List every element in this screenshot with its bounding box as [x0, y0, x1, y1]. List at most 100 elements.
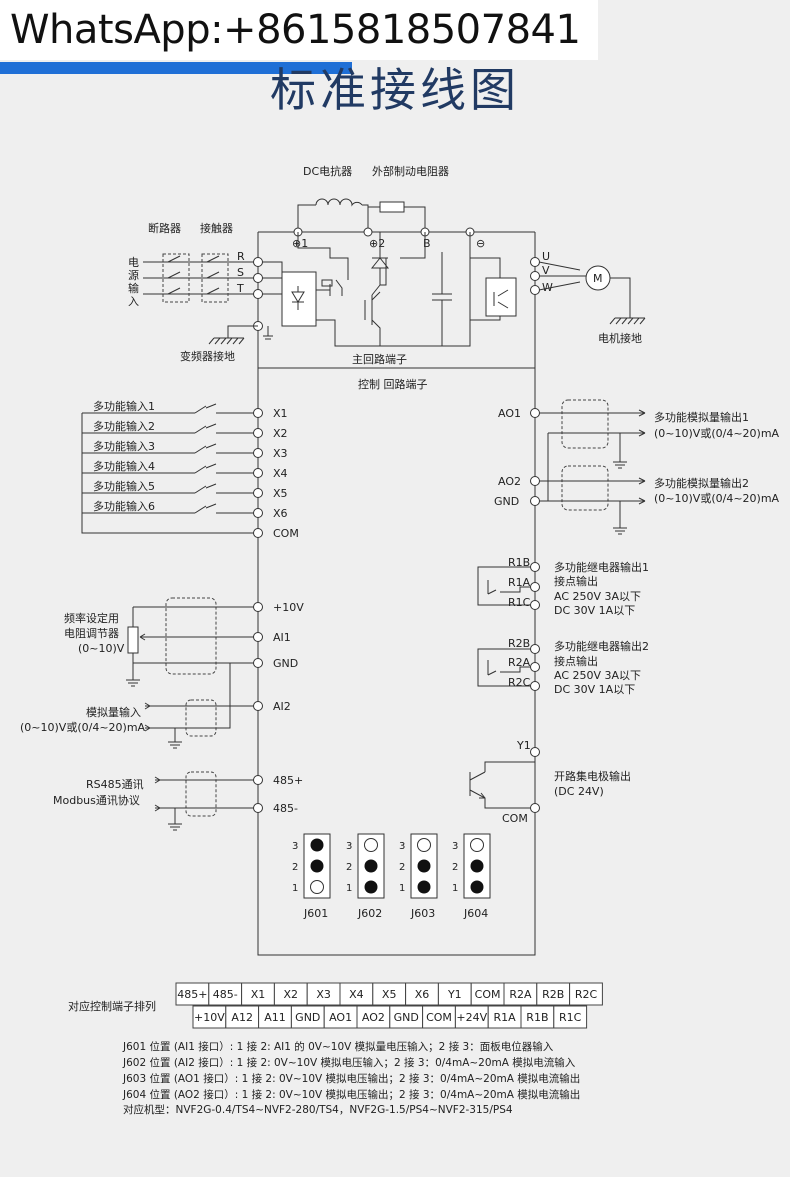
note-models: 对应机型：NVF2G-0.4/TS4~NVF2-280/TS4，NVF2G-1.…: [123, 1103, 513, 1116]
svg-text:AC 250V 3A以下: AC 250V 3A以下: [554, 590, 641, 603]
svg-text:COM: COM: [475, 988, 501, 1001]
svg-text:Modbus通讯协议: Modbus通讯协议: [53, 793, 140, 807]
ao1-output-label: 多功能模拟量输出1 (0~10)V或(0/4~20)mA: [654, 410, 780, 440]
terminal-cell: 485-: [208, 982, 243, 1006]
terminal-cell: A11: [258, 1005, 292, 1029]
jumper-j604: 3 2 1 J604: [452, 833, 491, 920]
svg-text:RS485通讯: RS485通讯: [86, 778, 144, 791]
svg-text:A12: A12: [231, 1011, 253, 1024]
brake-resistor-label: 外部制动电阻器: [372, 164, 449, 178]
svg-text:(0~10)V或(0/4~20)mA: (0~10)V或(0/4~20)mA: [654, 427, 780, 440]
analog-input-wiring: [144, 663, 258, 749]
svg-text:1: 1: [452, 883, 458, 894]
svg-text:J604: J604: [463, 907, 488, 920]
svg-text:R1B: R1B: [526, 1011, 548, 1024]
svg-text:R2C: R2C: [575, 988, 598, 1001]
terminal-cell: R1B: [520, 1005, 555, 1029]
svg-text:X3: X3: [316, 988, 331, 1001]
svg-text:Y1: Y1: [447, 988, 462, 1001]
svg-text:开路集电极输出: 开路集电极输出: [554, 769, 631, 783]
svg-text:R1A: R1A: [494, 1011, 517, 1024]
terminal-cell: R1C: [553, 1005, 588, 1029]
terminal-ao2: AO2: [498, 475, 521, 488]
terminal-x5: X5: [273, 487, 288, 500]
page-title: 标准接线图: [270, 63, 520, 117]
terminal-r: R: [237, 250, 245, 263]
svg-text:+10V: +10V: [194, 1011, 225, 1024]
svg-text:接点输出: 接点输出: [554, 574, 598, 588]
terminal-cell: GND: [389, 1005, 424, 1029]
svg-text:J601: J601: [303, 907, 328, 920]
oc-output-label: 开路集电极输出 (DC 24V): [554, 769, 631, 798]
jumper-j602: 3 2 1 J602: [346, 833, 385, 920]
motor-ground-label: 电机接地: [598, 331, 642, 345]
jumper-j601: 3 2 1 J601: [292, 833, 331, 920]
analog-input-label: 模拟量输入 (0~10)V或(0/4~20)mA: [20, 705, 146, 734]
svg-text:接点输出: 接点输出: [554, 654, 598, 668]
motor-wiring: [538, 261, 646, 325]
terminal-r2a: R2A: [508, 656, 531, 669]
title-accent-bar: [0, 62, 352, 74]
terminal-cell: X3: [306, 982, 341, 1006]
motor-symbol: M: [593, 272, 603, 285]
terminal-s: S: [237, 266, 244, 279]
inverter-ground-symbol: [208, 325, 273, 345]
contactor-label: 接触器: [200, 221, 233, 235]
note-j604: J604 位置 (AO2 接口）: 1 接 2: 0V~10V 模拟电压输出；2…: [122, 1088, 580, 1101]
svg-text:GND: GND: [295, 1011, 320, 1024]
svg-text:电阻调节器: 电阻调节器: [64, 627, 119, 640]
svg-text:R1C: R1C: [559, 1011, 582, 1024]
terminal-v: V: [542, 264, 550, 277]
relay1-wiring: [477, 566, 531, 606]
svg-text:多功能继电器输出1: 多功能继电器输出1: [554, 560, 649, 574]
note-j601: J601 位置 (AI1 接口）: 1 接 2: AI1 的 0V~10V 模拟…: [122, 1040, 554, 1053]
terminal-r1a: R1A: [508, 576, 531, 589]
svg-text:A11: A11: [264, 1011, 286, 1024]
power-input-label: 电 源 输 入: [128, 256, 139, 308]
ao2-output-label: 多功能模拟量输出2 (0~10)V或(0/4~20)mA: [654, 476, 780, 505]
svg-text:X4: X4: [349, 988, 364, 1001]
terminal-r1c: R1C: [508, 596, 531, 609]
terminal-com-right: COM: [502, 812, 528, 825]
svg-text:X2: X2: [284, 988, 299, 1001]
dc-reactor-label: DC电抗器: [303, 164, 352, 178]
svg-text:COM: COM: [426, 1011, 452, 1024]
svg-text:(0~10)V: (0~10)V: [78, 642, 125, 655]
terminal-cell: R2A: [503, 982, 538, 1006]
terminal-cell: GND: [290, 1005, 325, 1029]
terminal-x3: X3: [273, 447, 288, 460]
digital-inputs: [81, 403, 258, 534]
terminal-r2b: R2B: [508, 637, 530, 650]
terminal-485n: 485-: [273, 802, 298, 815]
svg-text:DC 30V 1A以下: DC 30V 1A以下: [554, 604, 635, 617]
svg-text:2: 2: [346, 862, 352, 873]
note-j602: J602 位置 (AI2 接口）: 1 接 2: 0V~10V 模拟电压输入；2…: [122, 1056, 576, 1069]
brake-resistor-symbol: [368, 201, 426, 232]
input-5-label: 多功能输入5: [93, 479, 155, 493]
svg-text:485+: 485+: [177, 988, 207, 1001]
terminal-ai1: AI1: [273, 631, 291, 644]
terminal-gnd-left: GND: [273, 657, 298, 670]
terminal-x4: X4: [273, 467, 288, 480]
svg-text:(DC 24V): (DC 24V): [554, 785, 604, 798]
svg-text:电: 电: [128, 256, 139, 269]
svg-text:源: 源: [128, 268, 139, 282]
terminal-cell: R2B: [536, 982, 571, 1006]
jumper-j603: 3 2 1 J603: [399, 833, 438, 920]
terminal-com-left: COM: [273, 527, 299, 540]
terminal-row-label: 对应控制端子排列: [68, 999, 156, 1013]
note-j603: J603 位置 (AO1 接口）: 1 接 2: 0V~10V 模拟电压输出；2…: [122, 1072, 580, 1085]
bus-terminal-b: B: [423, 237, 431, 250]
rs485-wiring: [154, 771, 258, 831]
svg-text:多功能继电器输出2: 多功能继电器输出2: [554, 639, 649, 653]
svg-text:1: 1: [292, 883, 298, 894]
svg-text:入: 入: [128, 295, 139, 308]
terminal-cell: X6: [405, 982, 439, 1006]
svg-text:DC 30V 1A以下: DC 30V 1A以下: [554, 683, 635, 696]
svg-text:X1: X1: [251, 988, 266, 1001]
watermark-text: WhatsApp:+8615818507841: [10, 7, 581, 53]
terminal-cell: +10V: [192, 1005, 227, 1029]
svg-text:3: 3: [452, 841, 458, 852]
svg-text:X6: X6: [415, 988, 430, 1001]
